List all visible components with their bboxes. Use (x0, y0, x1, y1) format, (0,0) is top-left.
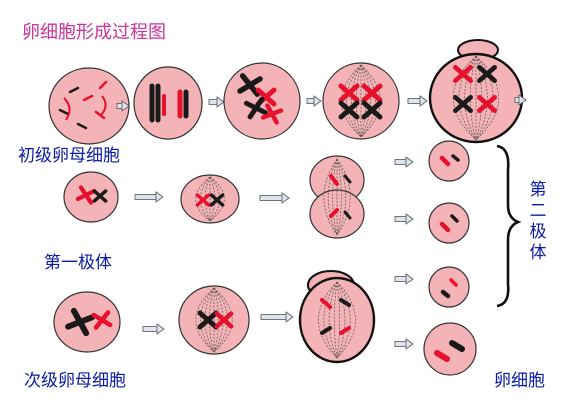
cell-second-polar-body-2 (428, 202, 470, 244)
arrow-r1-5 (514, 94, 527, 106)
chromosome-x-black (338, 100, 360, 120)
label-egg-cell: 卵细胞 (494, 371, 545, 391)
chromatin (63, 95, 107, 121)
chromatid-black (450, 214, 459, 223)
cell-anaphase-2 (298, 276, 376, 364)
chromatid-black (320, 326, 332, 335)
chromatin (68, 86, 80, 94)
chromatid-red (434, 350, 450, 362)
label-second-polar-body: 第二极体 (529, 180, 547, 263)
chromatid-red (439, 221, 451, 233)
chromatid-red (339, 326, 351, 335)
chromatid-black (343, 210, 352, 220)
label-secondary-oocyte: 次级卵母细胞 (24, 371, 126, 391)
chromosome-x-red (260, 103, 284, 125)
chromosome-x-black (477, 64, 497, 84)
arrow-r3-4 (394, 338, 414, 350)
arrow-r2-1 (134, 191, 164, 203)
cell-second-polar-body-3 (428, 266, 470, 308)
arrow-r1-1 (116, 100, 130, 112)
chromosome-x-black (92, 189, 108, 203)
cell-egg (423, 322, 477, 376)
cell-first-polar-body (63, 171, 119, 223)
chromatid-black (440, 289, 451, 299)
label-primary-oocyte: 初级卵母细胞 (18, 146, 120, 166)
chromatin (98, 80, 108, 90)
chromatid-black (451, 154, 460, 162)
chromatid-red (329, 208, 339, 218)
chromosome-x-black (65, 307, 95, 337)
arrow-r2-3 (394, 156, 414, 168)
chromosome-x-black (243, 96, 269, 120)
arrow-r3-2 (260, 311, 294, 323)
arrow-r1-3 (306, 95, 322, 107)
chromatid-black (339, 298, 351, 307)
chromatin (58, 108, 70, 116)
chromosome-x-red (91, 310, 113, 330)
chromosome-x-red (453, 64, 473, 84)
cell-interphase (133, 66, 203, 140)
chromatin (82, 94, 94, 102)
chromatid-black (343, 174, 352, 184)
chromatid-red (439, 155, 451, 167)
chromatid-red (320, 298, 332, 309)
chromosome-x-red (195, 193, 211, 207)
chromosome-x-black (453, 94, 473, 114)
cell-second-polar-body-1 (428, 140, 470, 182)
label-first-polar-body: 第一极体 (44, 253, 112, 273)
spindle (318, 281, 356, 359)
chromosome-x-black (209, 193, 225, 207)
diagram-title: 卵细胞形成过程图 (22, 22, 166, 43)
arrow-r3-3 (394, 273, 414, 285)
chromosome-x-red (338, 83, 360, 103)
chromatid-black (449, 340, 465, 352)
chromosome-x-black (237, 73, 263, 97)
chromatid-red (449, 278, 458, 287)
arrow-r2-2 (259, 192, 290, 204)
chromosome-x-red (477, 94, 497, 114)
chromatid-red (329, 174, 339, 186)
chromosome-x-red (214, 311, 234, 329)
chromosome-x-black (361, 100, 383, 120)
arrow-r1-2 (208, 96, 225, 108)
chromatin (76, 122, 88, 130)
chromosome-x-red (361, 83, 383, 103)
bracket (496, 144, 522, 308)
spindle (323, 158, 351, 236)
arrow-r3-1 (142, 323, 165, 335)
cell-polar-anaphase-2-bottom (309, 189, 365, 239)
arrow-r2-4 (394, 213, 414, 225)
arrow-r1-4 (407, 95, 428, 107)
